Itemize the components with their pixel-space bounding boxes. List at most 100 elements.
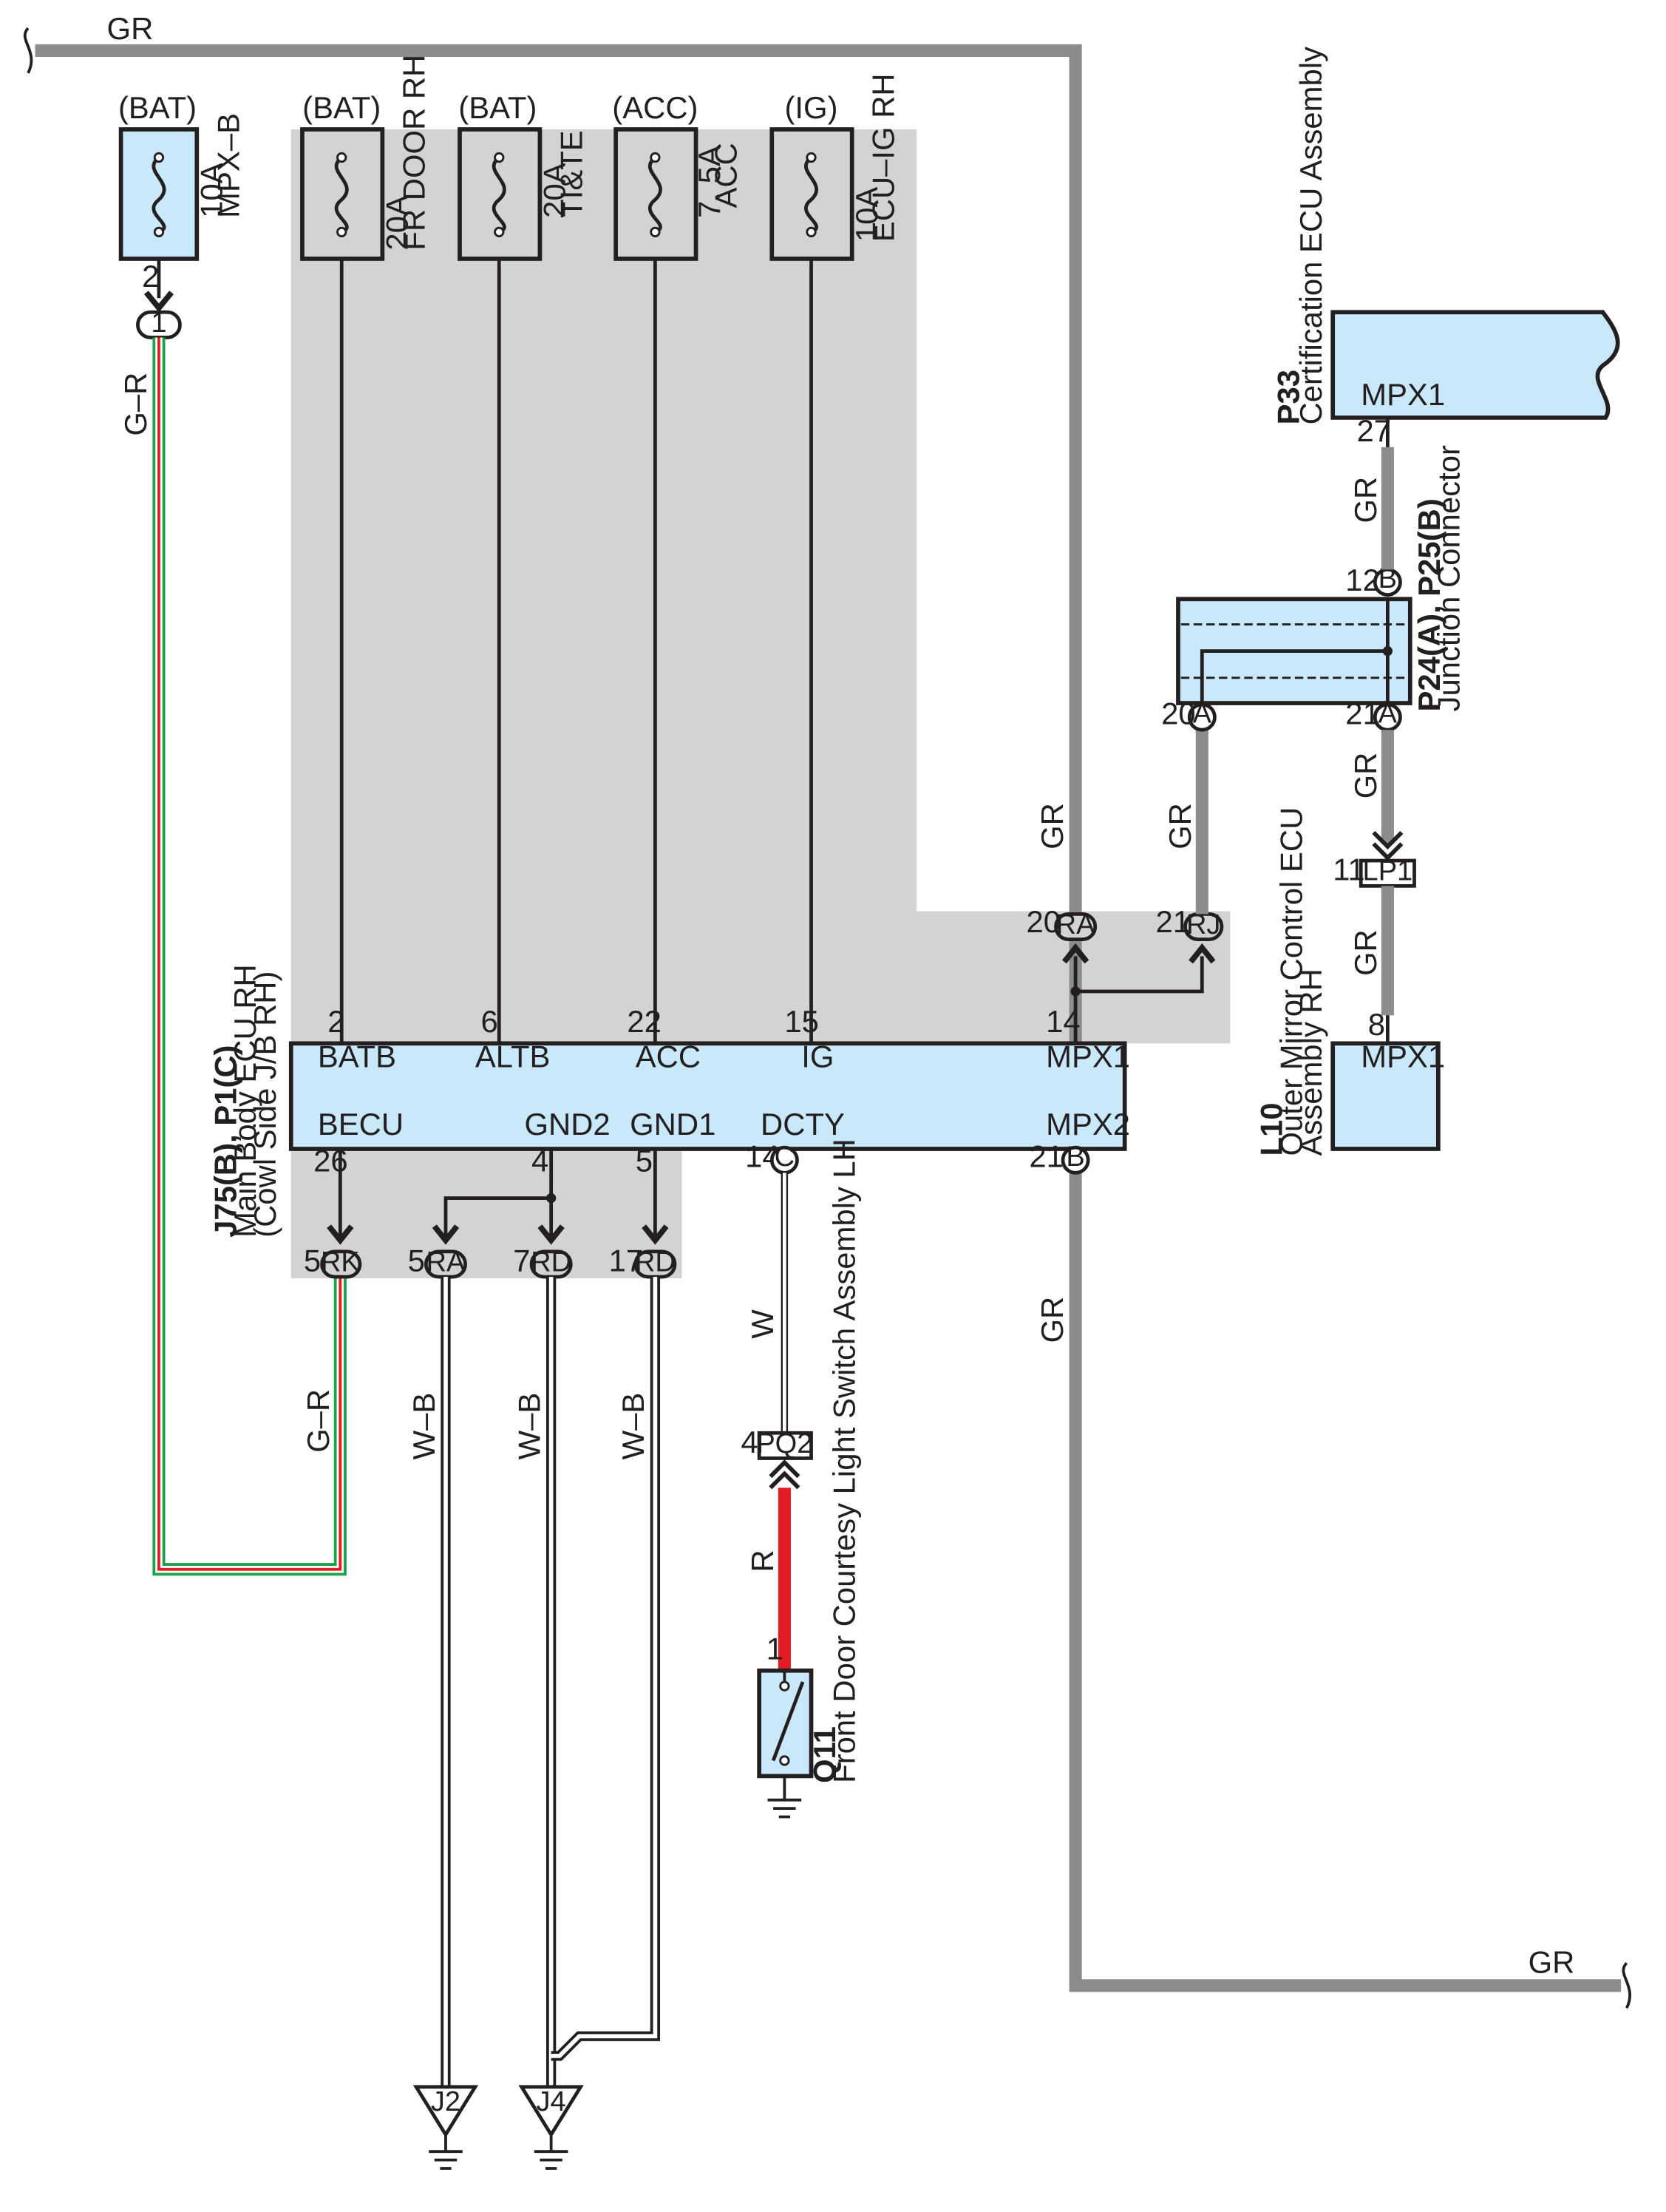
- gr-label-left: GR: [1035, 803, 1070, 849]
- terminal-batb: BATB: [318, 1039, 396, 1074]
- fuse-icon: [334, 156, 349, 234]
- chevron-down-icon: [537, 1224, 565, 1245]
- gr-label-p24: GR: [1348, 753, 1383, 799]
- ground-label: J2: [431, 2086, 460, 2117]
- connector-arrow-icon: [1061, 943, 1089, 964]
- connector-c-dcty: C: [769, 1141, 799, 1175]
- pin-ig: 15: [784, 1004, 819, 1039]
- q11-name: Front Door Courtesy Light Switch Assembl…: [826, 1139, 861, 1783]
- wire-break-right-icon: [1622, 1961, 1632, 2009]
- fuse-source: (ACC): [612, 90, 698, 125]
- connector-arrow-icon: [1189, 943, 1216, 964]
- chevron-down-icon: [432, 1224, 460, 1245]
- pin-ra-bottom: 5: [408, 1243, 425, 1278]
- connector-label: A: [1378, 699, 1398, 730]
- pin-acc: 22: [627, 1004, 662, 1039]
- junction-connector: P24(A), P25(B) Junction Connector: [1176, 445, 1466, 711]
- connector-label: PQ2: [756, 1428, 812, 1459]
- pin-jc-right: 21: [1345, 696, 1380, 731]
- pin-pq2: 4: [741, 1425, 758, 1459]
- connector-label: RA: [1056, 909, 1095, 940]
- connector-label: RD: [635, 1246, 676, 1278]
- terminal-dcty: DCTY: [761, 1107, 845, 1141]
- connector-label: RA: [426, 1246, 466, 1278]
- terminal-gnd1: GND1: [630, 1107, 715, 1141]
- terminal-acc: ACC: [636, 1039, 701, 1074]
- connector-ra-top: RA: [1054, 909, 1098, 941]
- w-b-label-1: W–B: [407, 1393, 441, 1460]
- certification-ecu: MPX1 P33 Certification ECU Assembly: [1271, 47, 1620, 424]
- ground-label: J4: [537, 2086, 566, 2117]
- connector-label: B: [1066, 1141, 1084, 1173]
- switch-icon: [771, 1681, 805, 1762]
- courtesy-light-switch: Q11 Front Door Courtesy Light Switch Ass…: [757, 1139, 861, 1783]
- connector-rk: RK: [320, 1246, 362, 1279]
- ground-icon: [767, 1776, 802, 1819]
- terminal-gnd2: GND2: [524, 1107, 610, 1141]
- ecu-name: Main Body ECU RH: [228, 964, 262, 1238]
- pin-q11: 1: [766, 1631, 783, 1666]
- l10-name2: Assembly RH: [1293, 968, 1328, 1156]
- w-b-label-2: W–B: [511, 1393, 546, 1460]
- ecu-code: J75(B), P1(C): [208, 1045, 243, 1238]
- connector-b-mpx2: B: [1061, 1141, 1090, 1175]
- r-label: R: [745, 1550, 780, 1572]
- pin-rd-7: 7: [513, 1243, 530, 1278]
- connector-label: RK: [321, 1246, 360, 1278]
- connector-rd-17: RD: [633, 1246, 677, 1279]
- wire-break-left-icon: [23, 27, 33, 74]
- p33-name: Certification ECU Assembly: [1293, 47, 1328, 424]
- w-b-wires: [441, 1277, 661, 2087]
- w-label: W: [745, 1309, 780, 1339]
- pin-batb: 2: [327, 1004, 344, 1039]
- gr-label-mpx2: GR: [1035, 1297, 1070, 1343]
- cowl-side-jb-shading: [290, 129, 1231, 1279]
- fuse-name: ACC: [709, 143, 744, 208]
- connector-ra-bottom: RA: [424, 1246, 467, 1279]
- connector-rj: RJ: [1183, 909, 1224, 941]
- connector-rd-7: RD: [529, 1246, 573, 1279]
- connector-1: 1: [136, 308, 182, 339]
- connector-lp1: LP1: [1359, 856, 1416, 888]
- terminal-ig: IG: [801, 1039, 834, 1074]
- fuse-name: MPX–B: [211, 113, 245, 218]
- top-wire-label: GR: [107, 11, 154, 46]
- g-r-label-bottom: G–R: [301, 1389, 336, 1453]
- pin-gnd1: 5: [636, 1143, 653, 1178]
- fuse-mpx-b: (BAT) 10A MPX–B: [118, 90, 245, 261]
- fuse-acc: (ACC) 7. 5A ACC: [612, 90, 744, 261]
- fuse-fr-door-rh: (BAT) 20A FR DOOR RH: [300, 55, 431, 261]
- ground-icon: [534, 2134, 568, 2170]
- pin-ra-top: 20: [1027, 904, 1061, 939]
- fuse-amp: 10A: [194, 163, 229, 218]
- chevron-down-icon: [1372, 831, 1404, 861]
- jc-name: Junction Connector: [1431, 445, 1466, 711]
- pin-becu: 26: [313, 1143, 348, 1178]
- fuse-source: (IG): [785, 90, 838, 125]
- jc-code: P24(A), P25(B): [1412, 498, 1446, 711]
- connector-label: LP1: [1363, 856, 1413, 887]
- pin-l10: 8: [1368, 1007, 1385, 1042]
- ground-icon: [429, 2134, 463, 2170]
- fuse-name: ECU–IG RH: [866, 73, 901, 242]
- bottom-wire-label: GR: [1529, 1945, 1575, 1980]
- fuse-source: (BAT): [118, 90, 197, 125]
- chevron-down-icon: [642, 1224, 669, 1245]
- fuse-icon: [152, 156, 166, 234]
- fuse-amp: 10A: [849, 187, 884, 242]
- connector-arrow-icon: [143, 291, 174, 313]
- terminal-becu: BECU: [318, 1107, 404, 1141]
- pin-jc-top: 12: [1345, 563, 1380, 597]
- fuse-ti-te: (BAT) 20A TI&TE: [458, 90, 588, 261]
- ecu-sub: (Cowl Side J/B RH): [248, 971, 282, 1238]
- pin-rd-17: 17: [609, 1243, 644, 1278]
- q11-code: Q11: [807, 1726, 842, 1783]
- gr-label-l10: GR: [1348, 929, 1383, 976]
- l10-name: Outer Mirror Control ECU: [1274, 807, 1308, 1156]
- terminal-mpx2: MPX2: [1046, 1107, 1130, 1141]
- connector-label: RJ: [1186, 909, 1220, 940]
- ground-j2: J2: [412, 2085, 479, 2170]
- gr-label-p33: GR: [1348, 477, 1383, 523]
- pin-a20-connector: A: [1187, 699, 1217, 732]
- connector-label: RD: [531, 1246, 571, 1278]
